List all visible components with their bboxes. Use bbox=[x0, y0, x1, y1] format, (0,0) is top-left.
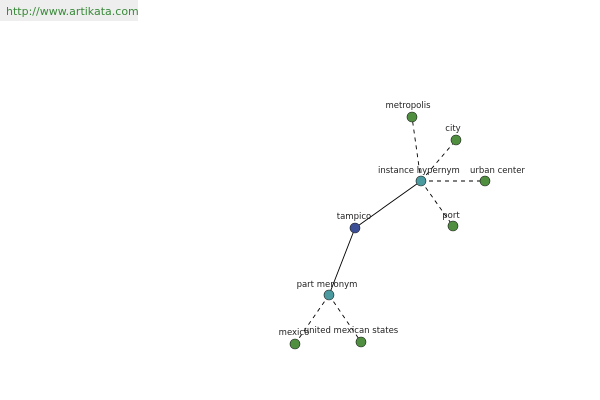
label-urban-center: urban center bbox=[470, 166, 525, 176]
label-part-meronym: part meronym bbox=[297, 280, 358, 290]
node-mexico[interactable] bbox=[289, 338, 301, 350]
graph-labels: metropolis city instance hypernym urban … bbox=[279, 101, 526, 338]
label-united-mexican-states: united mexican states bbox=[304, 326, 399, 336]
node-tampico[interactable] bbox=[349, 222, 361, 234]
node-metropolis[interactable] bbox=[406, 111, 418, 123]
label-port: port bbox=[442, 211, 460, 221]
node-instance-hypernym[interactable] bbox=[415, 175, 427, 187]
edge-meronym-center bbox=[328, 227, 356, 296]
label-instance-hypernym: instance hypernym bbox=[378, 166, 460, 176]
edge-port bbox=[420, 180, 454, 227]
label-mexico: mexico bbox=[279, 328, 310, 338]
node-port[interactable] bbox=[447, 220, 459, 232]
node-city[interactable] bbox=[450, 134, 462, 146]
label-metropolis: metropolis bbox=[385, 101, 431, 111]
edge-united-mexican-states bbox=[328, 294, 362, 343]
node-part-meronym[interactable] bbox=[323, 289, 335, 301]
graph-nodes bbox=[289, 111, 491, 350]
label-city: city bbox=[445, 124, 460, 134]
edge-hypernym-center bbox=[354, 180, 422, 229]
label-tampico: tampico bbox=[337, 212, 371, 222]
edge-city bbox=[420, 139, 457, 182]
edge-mexico bbox=[294, 294, 330, 345]
edge-metropolis bbox=[411, 116, 422, 182]
node-urban-center[interactable] bbox=[479, 175, 491, 187]
graph-edges bbox=[294, 116, 485, 345]
node-united-mexican-states[interactable] bbox=[355, 336, 367, 348]
watermark-url: http://www.artikata.com bbox=[6, 5, 139, 18]
watermark-bar: http://www.artikata.com bbox=[0, 0, 139, 21]
